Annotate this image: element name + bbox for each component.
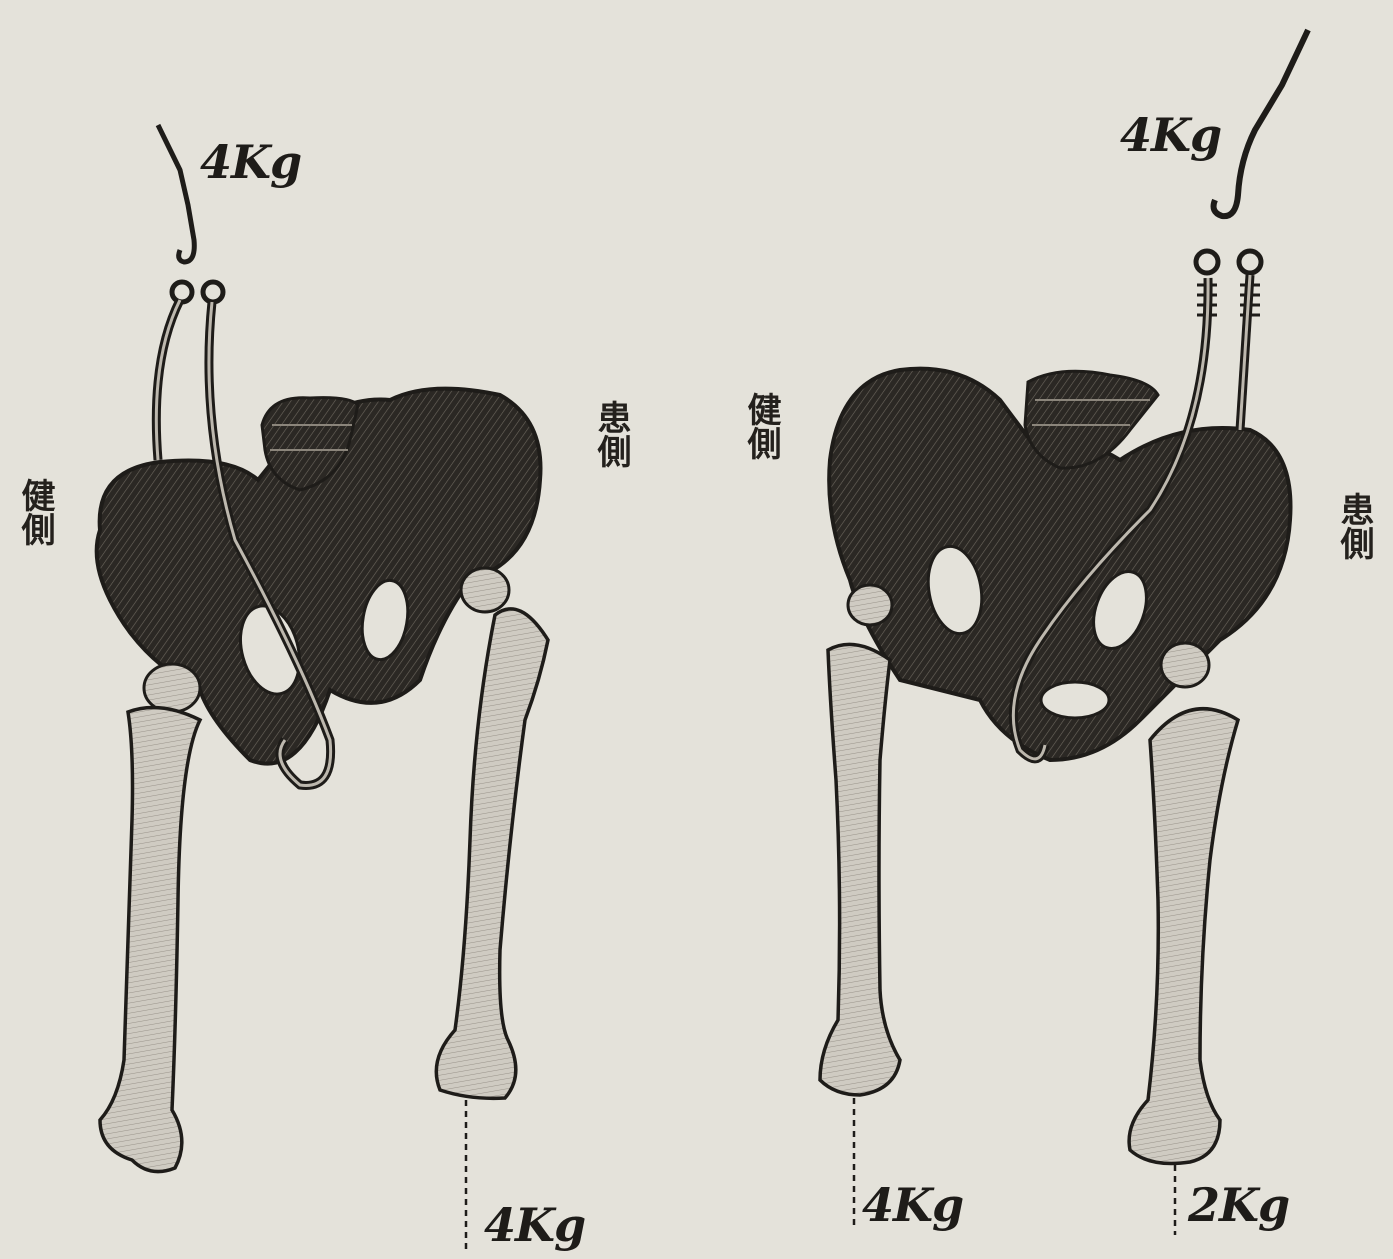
healthy-side-label-2: 健側 <box>744 392 778 460</box>
healthy-side-label-1: 健側 <box>18 478 52 546</box>
femur-healthy-2 <box>820 585 900 1095</box>
figure-1 <box>97 125 548 1252</box>
ring-left-2 <box>1196 251 1218 273</box>
traction-hook-1 <box>158 125 194 262</box>
affected-side-label-2: 患側 <box>1337 492 1371 560</box>
bottom-weight-label-2b: 2Kg <box>1188 1178 1289 1232</box>
affected-side-label-1: 患側 <box>594 400 628 468</box>
femur-healthy-1 <box>100 664 200 1172</box>
ring-right-2 <box>1239 251 1261 273</box>
ring-right-1 <box>203 282 223 302</box>
ring-left-1 <box>172 282 192 302</box>
femur-affected-1 <box>436 568 548 1098</box>
rod-left-1 <box>156 300 180 460</box>
top-weight-label-1: 4Kg <box>200 135 301 189</box>
obturator-lower-2 <box>1041 682 1109 718</box>
femur-affected-2 <box>1129 643 1238 1164</box>
bottom-weight-label-1: 4Kg <box>484 1198 585 1252</box>
traction-hook-2 <box>1214 30 1308 216</box>
figure-2 <box>820 30 1308 1235</box>
bottom-weight-label-2a: 4Kg <box>862 1178 963 1232</box>
top-weight-label-2: 4Kg <box>1120 108 1221 162</box>
